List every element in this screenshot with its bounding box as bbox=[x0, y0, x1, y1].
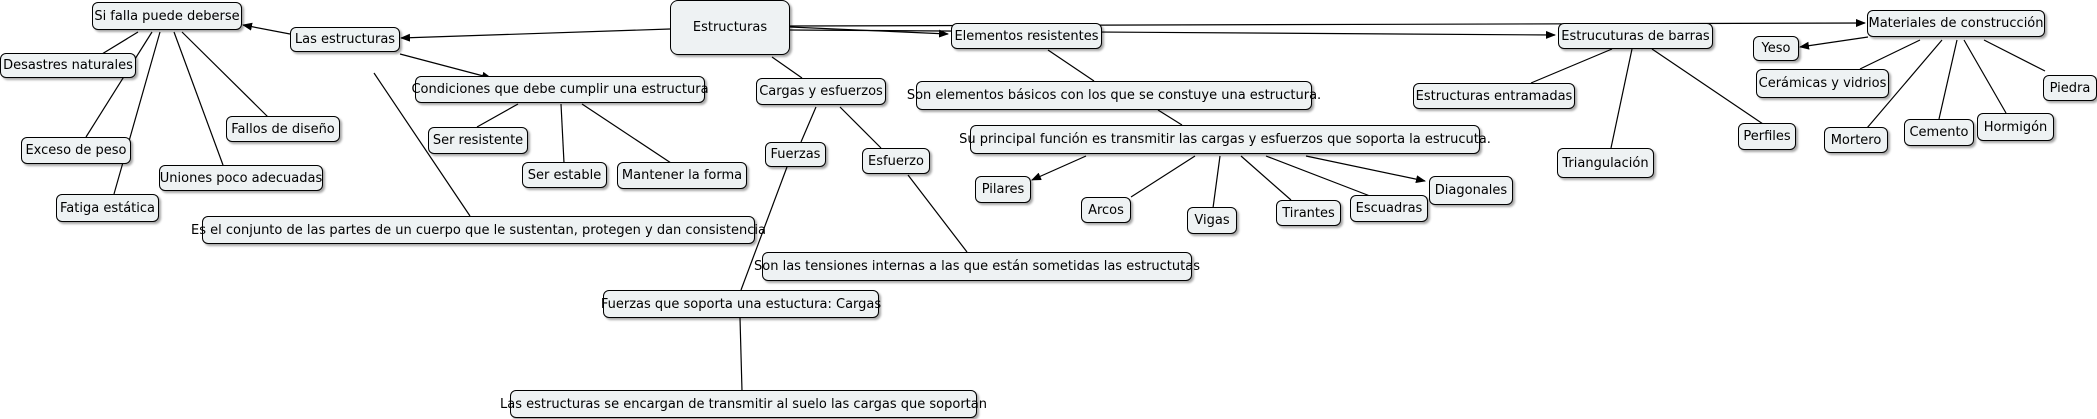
node-ser-estable[interactable]: Ser estable bbox=[522, 162, 607, 188]
node-condiciones[interactable]: Condiciones que debe cumplir una estruct… bbox=[411, 76, 709, 103]
node-materiales[interactable]: Materiales de construcción bbox=[1867, 10, 2045, 37]
node-exceso-peso[interactable]: Exceso de peso bbox=[21, 137, 131, 164]
line-basicos bbox=[1047, 49, 1095, 82]
arrow-root-barras bbox=[789, 29, 1556, 39]
line-principal bbox=[1157, 109, 1183, 126]
line-entramadas bbox=[1530, 48, 1613, 84]
node-hormigon[interactable]: Hormigón bbox=[1977, 113, 2054, 141]
node-entramadas[interactable]: Estructuras entramadas bbox=[1413, 83, 1575, 109]
arrow-pilares bbox=[1031, 155, 1087, 181]
node-las-estructuras[interactable]: Las estructuras bbox=[290, 27, 400, 52]
line-mortero bbox=[1866, 39, 1943, 129]
node-mortero[interactable]: Mortero bbox=[1824, 127, 1888, 153]
line-uniones bbox=[173, 31, 224, 166]
node-fatiga[interactable]: Fatiga estática bbox=[56, 194, 159, 222]
line-transmitir bbox=[739, 317, 743, 392]
node-pilares[interactable]: Pilares bbox=[975, 176, 1031, 203]
node-definicion[interactable]: Es el conjunto de las partes de un cuerp… bbox=[191, 216, 766, 244]
line-perfiles bbox=[1651, 48, 1764, 125]
line-triangulacion bbox=[1610, 48, 1633, 149]
line-estable bbox=[560, 103, 565, 164]
line-tirantes bbox=[1240, 155, 1292, 201]
node-esfuerzo[interactable]: Esfuerzo bbox=[862, 148, 930, 174]
node-mantener-forma[interactable]: Mantener la forma bbox=[617, 162, 747, 189]
node-vigas[interactable]: Vigas bbox=[1187, 207, 1237, 234]
line-fallos bbox=[181, 31, 269, 118]
line-ceramicas bbox=[1859, 39, 1921, 70]
node-cemento[interactable]: Cemento bbox=[1904, 119, 1974, 146]
node-triangulacion[interactable]: Triangulación bbox=[1557, 148, 1654, 178]
node-estructuras[interactable]: Estructuras bbox=[670, 0, 790, 55]
node-cargas-esfuerzos[interactable]: Cargas y esfuerzos bbox=[756, 78, 886, 105]
node-transmitir-suelo[interactable]: Las estructuras se encargan de transmiti… bbox=[500, 390, 987, 418]
arrow-yeso bbox=[1799, 36, 1869, 50]
node-diagonales[interactable]: Diagonales bbox=[1429, 176, 1513, 205]
node-fuerzas[interactable]: Fuerzas bbox=[765, 142, 826, 167]
node-tirantes[interactable]: Tirantes bbox=[1276, 200, 1341, 226]
line-vigas bbox=[1212, 155, 1221, 209]
node-ceramicas[interactable]: Cerámicas y vidrios bbox=[1756, 69, 1889, 98]
line-cemento bbox=[1938, 39, 1958, 120]
node-uniones[interactable]: Uniones poco adecuadas bbox=[159, 165, 323, 191]
line-fuerzas-cargas bbox=[740, 166, 788, 291]
line-piedra bbox=[1983, 39, 2046, 72]
node-arcos[interactable]: Arcos bbox=[1081, 197, 1131, 223]
line-fuerzas bbox=[800, 106, 817, 143]
line-desastres bbox=[101, 31, 139, 55]
arrow-si-falla bbox=[242, 22, 291, 35]
node-elementos-resistentes[interactable]: Elementos resistentes bbox=[951, 23, 1102, 49]
node-ser-resistente[interactable]: Ser resistente bbox=[428, 127, 528, 154]
node-tensiones[interactable]: Son las tensiones internas a las que est… bbox=[754, 252, 1200, 281]
node-si-falla[interactable]: Si falla puede deberse bbox=[92, 2, 242, 30]
node-estructuras-barras[interactable]: Estrucuturas de barras bbox=[1558, 23, 1713, 49]
arrow-root-las-estructuras bbox=[400, 28, 671, 42]
node-fuerzas-cargas[interactable]: Fuerzas que soporta una estuctura: Carga… bbox=[601, 290, 881, 318]
node-elementos-basicos[interactable]: Son elementos básicos con los que se con… bbox=[907, 81, 1321, 110]
node-principal-funcion[interactable]: Su principal función es transmitir las c… bbox=[959, 125, 1491, 154]
arrow-condiciones bbox=[399, 53, 492, 80]
line-root-cargas bbox=[771, 56, 803, 79]
line-tensiones bbox=[907, 174, 968, 253]
line-esfuerzo bbox=[839, 106, 882, 149]
line-fatiga bbox=[113, 31, 161, 195]
node-desastres[interactable]: Desastres naturales bbox=[0, 53, 136, 78]
line-mantener bbox=[581, 103, 672, 164]
line-exceso bbox=[85, 31, 153, 138]
node-perfiles[interactable]: Perfiles bbox=[1738, 123, 1796, 150]
node-piedra[interactable]: Piedra bbox=[2043, 75, 2097, 101]
line-resistente bbox=[476, 103, 519, 128]
node-fallos-diseno[interactable]: Fallos de diseño bbox=[226, 116, 340, 142]
line-definicion bbox=[373, 72, 471, 217]
line-escuadras bbox=[1265, 155, 1371, 197]
node-yeso[interactable]: Yeso bbox=[1753, 36, 1799, 61]
line-hormigon bbox=[1963, 39, 2007, 114]
arrow-diagonales bbox=[1305, 155, 1426, 184]
node-escuadras[interactable]: Escuadras bbox=[1350, 195, 1428, 222]
line-arcos bbox=[1130, 155, 1196, 198]
